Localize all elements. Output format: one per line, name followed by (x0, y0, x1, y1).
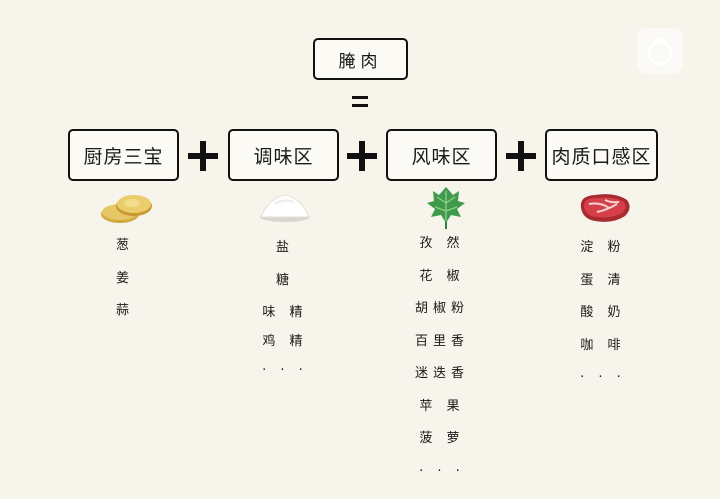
list-item: 葱 (115, 238, 134, 253)
list-item: 花 椒 (419, 268, 465, 284)
list-item: 菠 萝 (419, 431, 465, 446)
ingredient-list-kitchen-trio: 葱 姜 蒜 (85, 236, 165, 334)
plus-sign (188, 141, 218, 171)
list-item: 咖 啡 (580, 337, 626, 353)
list-item: 孜 然 (419, 236, 465, 251)
list-item: 盐 (275, 240, 294, 255)
list-item: 苹 果 (419, 398, 465, 414)
plus-sign (347, 141, 377, 171)
ginger-slices-icon (101, 195, 152, 223)
list-item: 味 精 (262, 305, 308, 320)
list-item: 鸡 精 (262, 334, 308, 349)
list-item: 姜 (115, 270, 134, 286)
category-box-texture: 肉质口感区 (545, 129, 658, 181)
ingredient-list-texture: 淀 粉 蛋 清 酸 奶 咖 啡 · · · (563, 238, 643, 401)
list-item: 蛋 清 (580, 272, 626, 288)
list-item: 胡椒粉 (414, 301, 469, 316)
herb-leaf-icon (427, 187, 465, 229)
list-item: 迷迭香 (414, 366, 469, 381)
ingredient-list-flavor: 孜 然 花 椒 胡椒粉 百里香 迷迭香 苹 果 菠 萝 · · · (402, 234, 482, 494)
category-box-kitchen-trio: 厨房三宝 (68, 129, 179, 181)
category-box-flavor: 风味区 (386, 129, 497, 181)
list-item: · · · (419, 463, 465, 479)
title-box: 腌肉 (313, 38, 408, 80)
list-item: 酸 奶 (580, 305, 626, 320)
equals-sign (352, 96, 368, 112)
list-item: · · · (580, 370, 626, 385)
list-item: 淀 粉 (580, 240, 626, 255)
raw-steak-icon (580, 194, 630, 222)
category-box-seasoning: 调味区 (228, 129, 339, 181)
list-item: 蒜 (115, 303, 134, 318)
salt-pile-icon (260, 194, 310, 222)
plus-sign (506, 141, 536, 171)
ingredient-list-seasoning: 盐 糖 味 精 鸡 精 · · · (245, 238, 325, 394)
list-item: 百里香 (414, 333, 469, 349)
list-item: 糖 (275, 272, 294, 288)
list-item: · · · (262, 363, 308, 378)
watermark-logo-icon (637, 28, 683, 74)
